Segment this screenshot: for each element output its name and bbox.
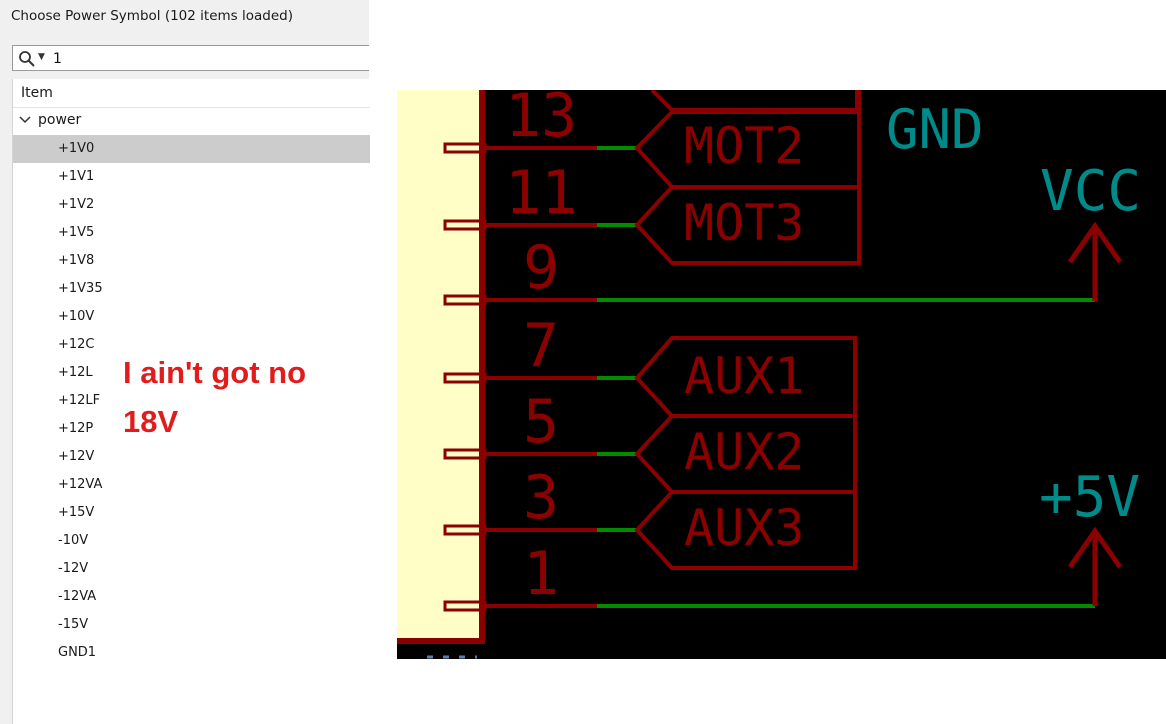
power-symbol-dialog: Choose Power Symbol (102 items loaded) ▼…	[0, 0, 370, 724]
tree-group-power[interactable]: power	[13, 107, 370, 134]
search-input[interactable]	[53, 49, 353, 68]
annotation-line-2: 18V	[123, 404, 179, 439]
plus5v-symbol-arrow	[1067, 526, 1123, 569]
list-item[interactable]: GND1	[58, 645, 97, 660]
list-item[interactable]: +12L	[58, 365, 93, 380]
annotation-text: I ain't got no 18V	[123, 348, 306, 446]
pin-number: 13	[505, 90, 578, 151]
list-item[interactable]: +12VA	[58, 477, 103, 492]
list-item[interactable]: +1V35	[58, 281, 103, 296]
hierarchical-label-shape[interactable]	[634, 490, 857, 570]
pin-number: 1	[523, 539, 560, 609]
hierarchical-label-shape[interactable]	[634, 110, 861, 189]
pin-lines	[443, 142, 1095, 612]
connector-body	[397, 90, 482, 638]
label-shapes	[634, 90, 861, 570]
schematic-drawing	[397, 90, 1123, 659]
symbol-tree[interactable]: Item power +1V0 +1V1 +1V2 +1V5 +1V8 +1V35 +10V…	[12, 79, 370, 724]
list-item[interactable]: +15V	[58, 505, 95, 520]
hierarchical-label-shape[interactable]	[634, 336, 857, 418]
tree-items: +1V0 +1V1 +1V2 +1V5 +1V8 +1V35 +10V +12C +12L +12…	[13, 135, 370, 667]
vcc-symbol-arrow	[1067, 221, 1123, 264]
net-name-gnd: GND	[886, 98, 984, 161]
hierarchical-label-text: MOT2	[684, 117, 805, 175]
list-item[interactable]: +1V5	[58, 225, 95, 240]
list-item[interactable]: +1V2	[58, 197, 95, 212]
list-item[interactable]: -15V	[58, 617, 89, 632]
column-header-label: Item	[21, 85, 53, 101]
search-icon[interactable]	[18, 50, 36, 67]
net-name-plus5v: +5V	[1039, 465, 1141, 530]
pin-number: 3	[523, 463, 560, 533]
list-item[interactable]: -12V	[58, 561, 89, 576]
hierarchical-label-shape[interactable]	[634, 185, 861, 265]
list-item[interactable]: +12P	[58, 421, 94, 436]
pin-number: 9	[523, 233, 560, 303]
list-item[interactable]: +1V8	[58, 253, 95, 268]
hierarchical-label-text: AUX2	[684, 423, 805, 481]
hierarchical-label-text: MOT3	[684, 194, 805, 252]
hierarchical-label-text: AUX3	[684, 499, 805, 557]
partial-label-shape	[650, 90, 859, 112]
list-item[interactable]: +12C	[58, 337, 95, 352]
list-item[interactable]: +12LF	[58, 393, 101, 408]
net-name-vcc: VCC	[1040, 159, 1142, 224]
chevron-down-icon[interactable]	[19, 115, 31, 125]
column-header-item[interactable]: Item	[13, 79, 370, 108]
search-box[interactable]: ▼	[12, 45, 369, 71]
hierarchical-label-shape[interactable]	[634, 414, 857, 494]
list-item[interactable]: +1V0	[13, 135, 370, 163]
list-item[interactable]: +10V	[58, 309, 95, 324]
list-item[interactable]: +1V1	[58, 169, 95, 184]
dialog-title: Choose Power Symbol (102 items loaded)	[11, 8, 293, 24]
pin-number: 11	[505, 158, 578, 228]
hierarchical-label-text: AUX1	[684, 347, 805, 405]
search-options-caret-icon[interactable]: ▼	[38, 52, 45, 62]
list-item[interactable]: -12VA	[58, 589, 97, 604]
list-item[interactable]: -10V	[58, 533, 89, 548]
pin-number: 7	[523, 311, 560, 381]
pin-number: 5	[523, 387, 560, 457]
tree-group-label: power	[38, 112, 82, 128]
list-item[interactable]: +12V	[58, 449, 95, 464]
annotation-line-1: I ain't got no	[123, 355, 307, 390]
